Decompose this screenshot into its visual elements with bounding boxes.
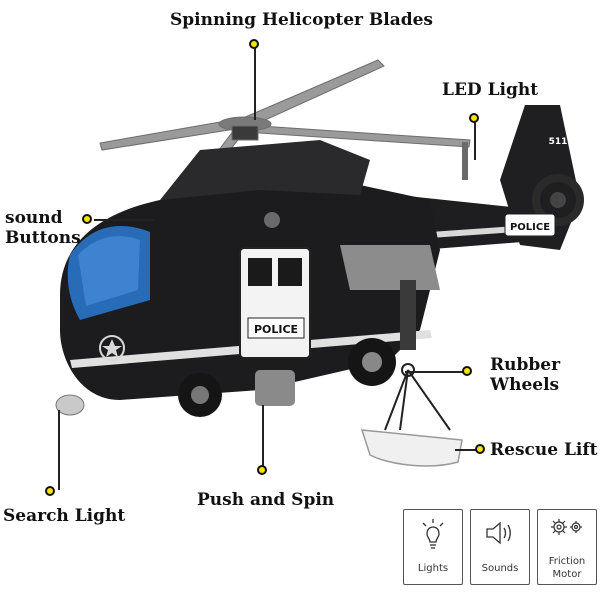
feature-motor-label-line1: Friction: [548, 556, 586, 567]
feature-sounds-label: Sounds: [481, 563, 519, 574]
push-label: Push and Spin: [197, 490, 335, 510]
wheels-label: Rubber Wheels: [490, 355, 560, 396]
star-badge: [99, 335, 125, 361]
speaker-icon: [486, 521, 511, 545]
winch-arm: [340, 245, 440, 290]
blades-marker: [249, 39, 259, 49]
wheels-label-line2: Wheels: [490, 375, 560, 396]
sound-label: sound Buttons: [5, 208, 81, 249]
sound-label-line2: Buttons: [5, 228, 81, 249]
search-marker: [45, 486, 55, 496]
tail-number-text: 511: [549, 137, 568, 147]
gears-icon: [551, 519, 582, 535]
lightbulb-icon: [422, 519, 444, 549]
feature-lights-label: Lights: [417, 563, 449, 574]
feature-motor-label-line2: Motor: [552, 569, 582, 580]
rotor-blades: [99, 59, 471, 179]
feature-motor-card: Friction Motor: [537, 509, 597, 585]
wheels-label-line1: Rubber: [490, 355, 561, 375]
door-police-text: POLICE: [254, 323, 298, 336]
push-marker: [257, 465, 267, 475]
rescue-label: Rescue Lift: [490, 440, 598, 460]
search-light: [55, 394, 85, 416]
tail-police-text: POLICE: [510, 222, 550, 233]
wheels-marker: [462, 366, 472, 376]
rescue-basket: [360, 429, 463, 467]
sound-label-line1: sound: [5, 208, 63, 228]
search-label: Search Light: [3, 506, 126, 526]
led-marker: [469, 113, 479, 123]
feature-lights-card: Lights: [403, 509, 463, 585]
led-label: LED Light: [442, 80, 539, 100]
rescue-marker: [475, 444, 485, 454]
blades-label: Spinning Helicopter Blades: [170, 10, 433, 30]
sound-marker: [82, 214, 92, 224]
feature-sounds-card: Sounds: [470, 509, 530, 585]
